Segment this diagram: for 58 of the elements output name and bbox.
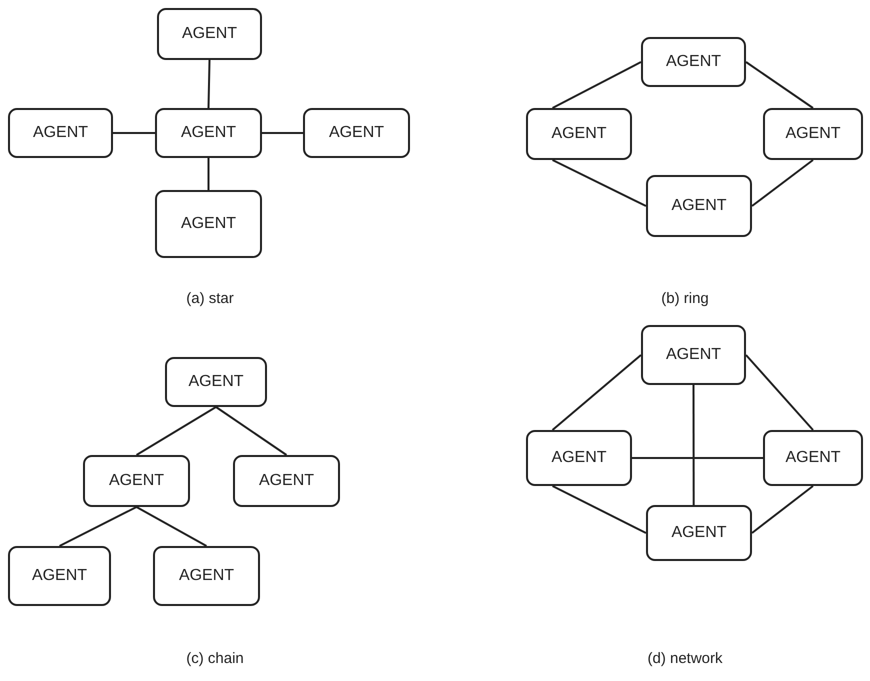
connector-line [215, 406, 288, 456]
connector-line [552, 159, 646, 207]
agent-box [155, 108, 262, 158]
agent-box [8, 108, 113, 158]
subfigure-caption: (c) chain [186, 650, 244, 667]
connector-line [59, 506, 137, 547]
connector-line [745, 354, 814, 431]
connector-line [552, 485, 646, 534]
agent-label: AGENT [785, 125, 841, 143]
subfigure-caption: (b) ring [661, 290, 709, 307]
connector-line [632, 457, 763, 459]
agent-box [641, 325, 746, 385]
connector-line [208, 158, 210, 190]
agent-box [8, 546, 111, 606]
agent-box [763, 108, 863, 160]
subfigure-caption: (a) star [186, 290, 234, 307]
agent-label: AGENT [551, 125, 607, 143]
agent-label: AGENT [188, 373, 244, 391]
connector-line [692, 385, 695, 505]
agent-label: AGENT [108, 472, 164, 490]
agent-label: AGENT [785, 449, 841, 467]
agent-label: AGENT [180, 215, 236, 233]
agent-box [526, 430, 632, 486]
connector-line [552, 354, 642, 431]
connector-line [208, 60, 210, 108]
agent-box [153, 546, 260, 606]
connector-line [136, 506, 207, 547]
connector-line [552, 61, 642, 109]
agent-label: AGENT [551, 449, 607, 467]
agent-label: AGENT [178, 567, 234, 585]
agent-box [233, 455, 340, 507]
connector-line [262, 132, 303, 134]
agent-box [526, 108, 632, 160]
agent-label: AGENT [258, 472, 314, 490]
agent-label: AGENT [671, 524, 727, 542]
agent-box [641, 37, 746, 87]
subfigure-caption: (d) network [647, 650, 723, 667]
agent-box [646, 175, 752, 237]
agent-label: AGENT [328, 124, 384, 142]
agent-box [157, 8, 262, 60]
agent-label: AGENT [182, 25, 238, 43]
connector-line [751, 485, 814, 534]
agent-label: AGENT [666, 346, 722, 364]
connector-line [113, 132, 155, 134]
agent-box [165, 357, 267, 407]
agent-box [83, 455, 190, 507]
connector-line [751, 159, 814, 207]
agent-label: AGENT [180, 124, 236, 142]
agent-label: AGENT [32, 567, 88, 585]
agent-label: AGENT [32, 124, 88, 142]
agent-box [303, 108, 410, 158]
connector-line [745, 61, 814, 109]
agent-box [763, 430, 863, 486]
agent-box [646, 505, 752, 561]
agent-box [155, 190, 262, 258]
connector-line [136, 406, 217, 456]
agent-label: AGENT [671, 197, 727, 215]
agent-label: AGENT [666, 53, 722, 71]
